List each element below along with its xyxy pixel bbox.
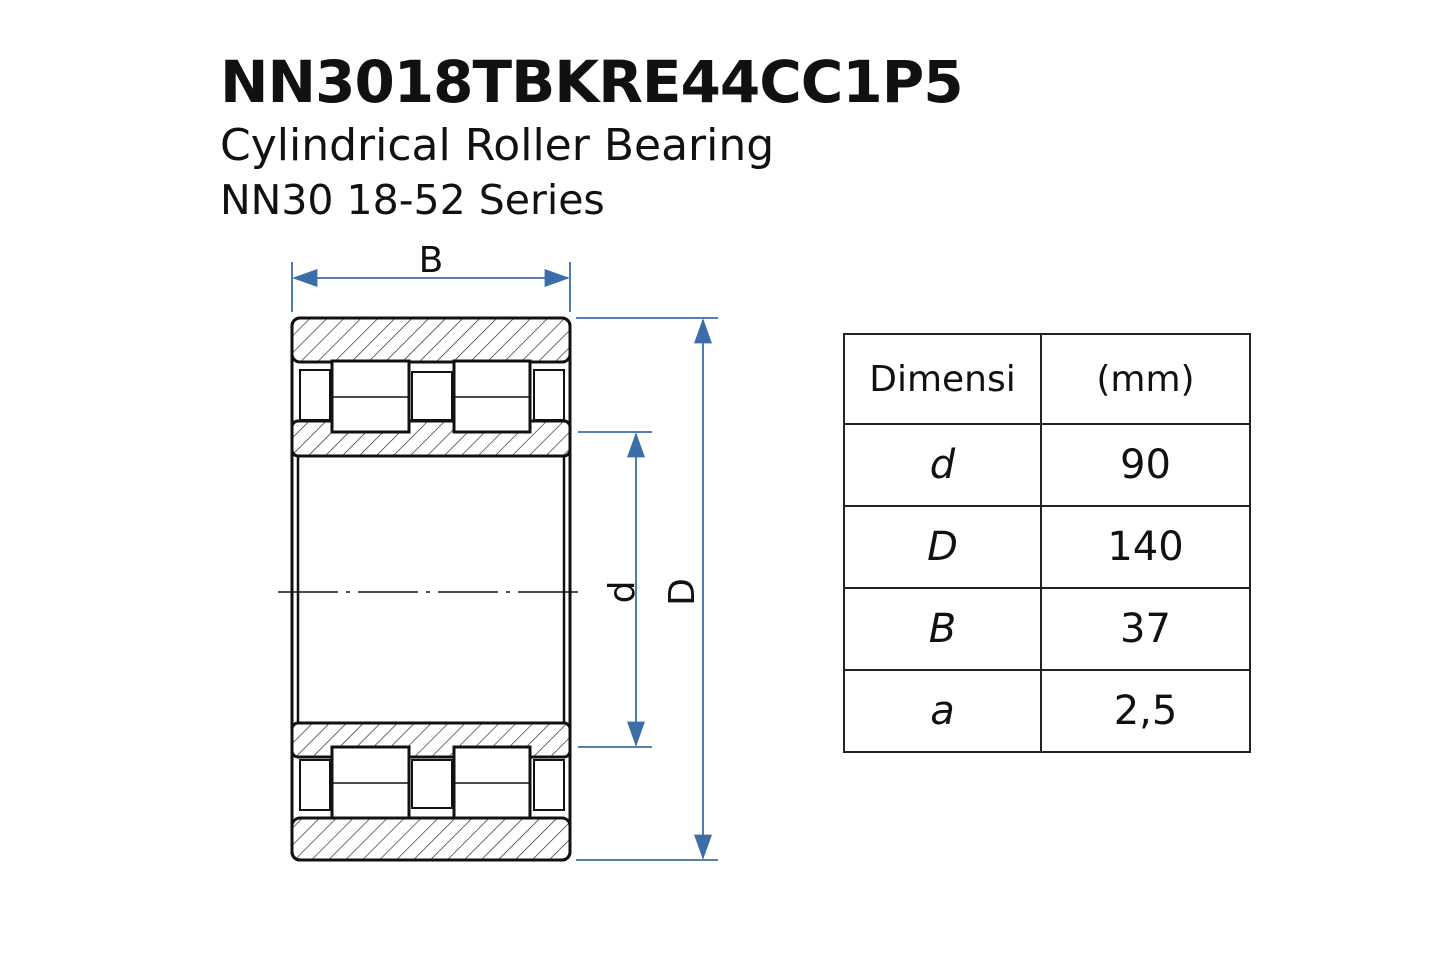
row-symbol: D — [843, 505, 1042, 589]
roller-row-top — [299, 359, 565, 434]
dimension-table: Dimensi (mm) d 90 D 140 B 37 a 2,5 — [843, 333, 1251, 753]
row-symbol: a — [843, 669, 1042, 753]
bore — [296, 454, 566, 725]
table-header-row: Dimensi (mm) — [843, 333, 1251, 425]
bearing-type-subtitle: Cylindrical Roller Bearing — [220, 120, 775, 171]
roller-row-bottom — [299, 745, 565, 820]
label-d: d — [602, 581, 643, 604]
row-value: 90 — [1040, 423, 1251, 507]
part-number-title: NN3018TBKRE44CC1P5 — [220, 48, 964, 116]
header-unit: (mm) — [1040, 333, 1251, 425]
label-D: D — [662, 578, 703, 606]
table-row: d 90 — [843, 423, 1251, 507]
outer-ring-bottom — [290, 816, 572, 862]
table-row: B 37 — [843, 587, 1251, 671]
outer-ring-top — [290, 316, 572, 364]
row-value: 140 — [1040, 505, 1251, 589]
label-B: B — [419, 240, 444, 281]
series-label: NN30 18-52 Series — [220, 176, 605, 224]
row-symbol: d — [843, 423, 1042, 507]
row-value: 37 — [1040, 587, 1251, 671]
table-row: a 2,5 — [843, 669, 1251, 753]
row-value: 2,5 — [1040, 669, 1251, 753]
header-dimensi: Dimensi — [843, 333, 1042, 425]
table-row: D 140 — [843, 505, 1251, 589]
row-symbol: B — [843, 587, 1042, 671]
